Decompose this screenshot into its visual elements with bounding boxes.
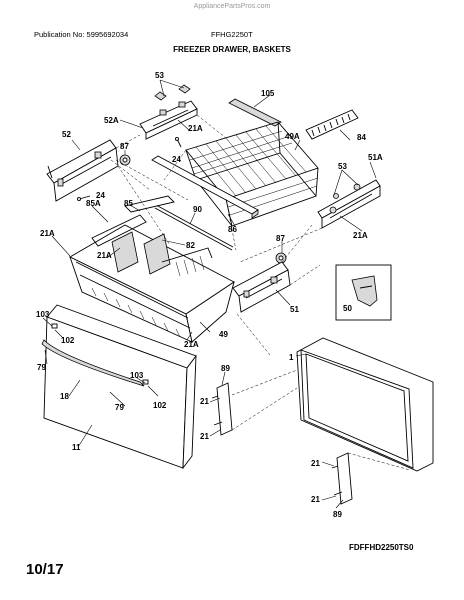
callout-89-lower: 89 xyxy=(333,510,342,519)
callout-82: 82 xyxy=(186,241,195,250)
part-52a-bracket xyxy=(139,84,198,140)
callout-24-lower: 24 xyxy=(96,191,105,200)
assembly-lines xyxy=(110,114,411,471)
callout-102-left: 102 xyxy=(61,336,75,345)
callout-85: 85 xyxy=(124,199,133,208)
callout-53-top: 53 xyxy=(155,71,164,80)
callout-21-b: 21 xyxy=(200,432,209,441)
callout-18: 18 xyxy=(60,392,69,401)
callout-24-upper: 24 xyxy=(172,155,181,164)
callout-1: 1 xyxy=(289,353,294,362)
callout-21-c: 21 xyxy=(311,459,320,468)
part-87-roller-upper xyxy=(119,154,131,166)
callout-labels: 53 52A 105 21A 49A 84 52 87 24 24 53 51A… xyxy=(36,71,383,519)
callout-21-d: 21 xyxy=(311,495,320,504)
callout-49a: 49A xyxy=(285,132,300,141)
part-105-rail xyxy=(228,98,282,127)
callout-84: 84 xyxy=(357,133,366,142)
model-number: FFHG2250T xyxy=(211,30,253,39)
part-24-screws xyxy=(77,136,182,201)
part-84-grille xyxy=(305,109,359,140)
callout-53-right: 53 xyxy=(338,162,347,171)
part-86-front-rail xyxy=(151,155,259,219)
callout-49: 49 xyxy=(219,330,228,339)
page-number: 10/17 xyxy=(26,561,64,578)
callout-51a: 51A xyxy=(368,153,383,162)
callout-85a: 85A xyxy=(86,199,101,208)
diagram-title: FREEZER DRAWER, BASKETS xyxy=(173,45,291,54)
part-89-hinge-left xyxy=(211,382,233,436)
watermark: AppliancePartsPros.com xyxy=(193,3,271,10)
callout-89-upper: 89 xyxy=(221,364,230,373)
callout-79-right: 79 xyxy=(115,403,124,412)
part-87-roller-lower xyxy=(275,252,287,264)
callout-52a: 52A xyxy=(104,116,119,125)
leader-lines xyxy=(42,79,377,509)
callout-21a-mid: 21A xyxy=(97,251,112,260)
part-50-clip xyxy=(335,264,392,321)
part-51-right-rail xyxy=(232,261,291,313)
callout-21a-bottom: 21A xyxy=(184,340,199,349)
callout-103-left: 103 xyxy=(36,310,50,319)
part-51a-bracket xyxy=(317,179,381,229)
part-90-rod xyxy=(154,204,234,251)
callout-79-left: 79 xyxy=(37,363,46,372)
callout-86: 86 xyxy=(228,225,237,234)
part-85-arm xyxy=(124,195,175,213)
callout-87-upper: 87 xyxy=(120,142,129,151)
part-1-gasket xyxy=(296,337,434,472)
callout-90: 90 xyxy=(193,205,202,214)
publication-number: Publication No: 5995692034 xyxy=(34,30,129,39)
callout-105: 105 xyxy=(261,89,275,98)
callout-51: 51 xyxy=(290,305,299,314)
callout-103-right: 103 xyxy=(130,371,144,380)
callout-102-right: 102 xyxy=(153,401,167,410)
callout-21a-top: 21A xyxy=(188,124,203,133)
part-11-drawer-front xyxy=(43,304,197,470)
part-89-hinge-right xyxy=(331,452,353,505)
callout-21a-left: 21A xyxy=(40,229,55,238)
part-52-left-rail xyxy=(46,139,119,202)
callout-21a-right: 21A xyxy=(353,231,368,240)
callout-87-lower: 87 xyxy=(276,234,285,243)
callout-52: 52 xyxy=(62,130,71,139)
part-49-main-basket xyxy=(69,214,235,343)
diagram-code: FDFFHD2250TS0 xyxy=(349,543,414,552)
callout-50: 50 xyxy=(343,304,352,313)
callout-21-a: 21 xyxy=(200,397,209,406)
callout-11: 11 xyxy=(72,443,81,452)
